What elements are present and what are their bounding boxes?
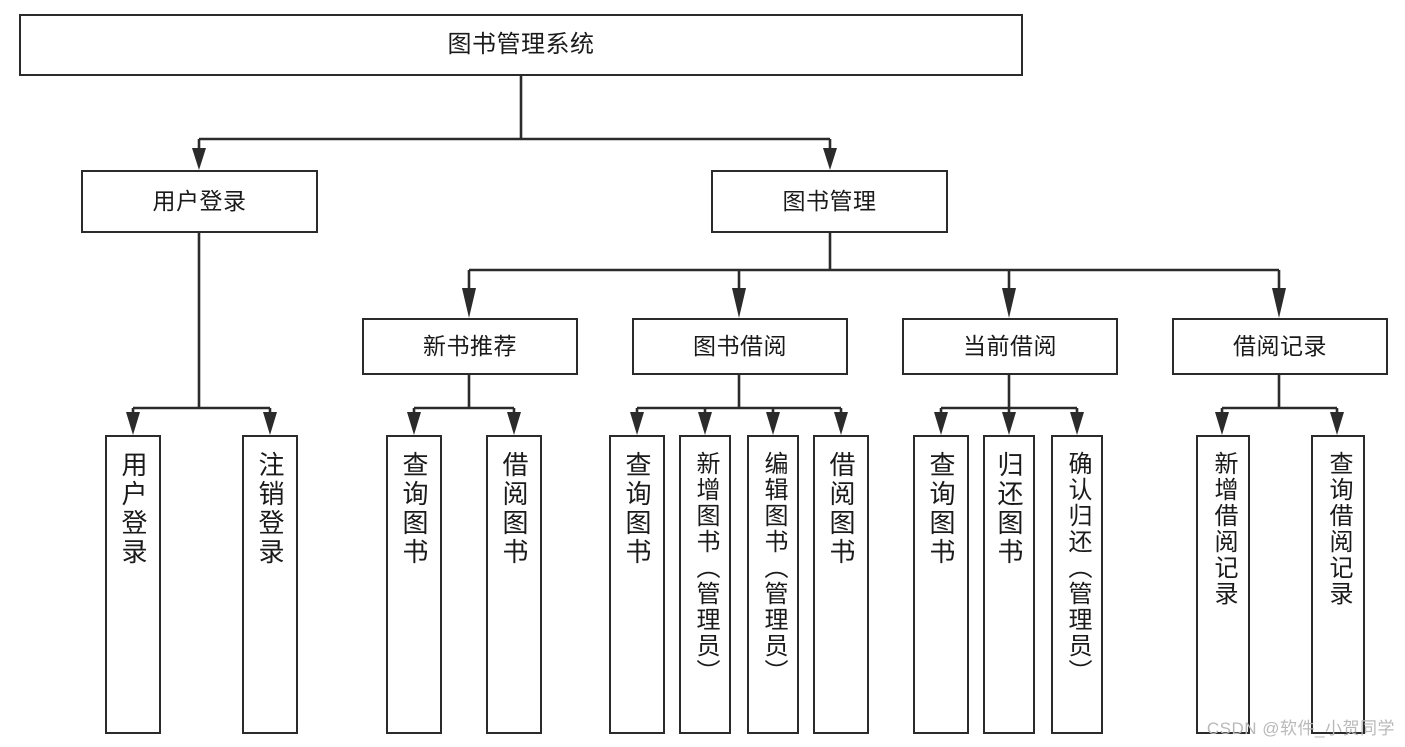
node-user-login[interactable]: 用户登录 [81,170,318,233]
node-current-borrow[interactable]: 当前借阅 [902,318,1118,375]
node-label: 借阅记录 [1233,332,1327,359]
node-borrow-record[interactable]: 借阅记录 [1172,318,1388,375]
node-label: 用户登录 [118,451,148,567]
node-leaf-add-borrow-record[interactable]: 新增借阅记录 [1196,435,1250,734]
node-label: 注销登录 [255,451,285,567]
node-leaf-query-borrow-record[interactable]: 查询借阅记录 [1311,435,1365,734]
node-label: 新增借阅记录 [1210,451,1237,607]
node-leaf-edit-book-admin[interactable]: 编辑图书（管理员） [747,435,799,734]
node-label: 新书推荐 [423,332,517,359]
node-leaf-return-book[interactable]: 归还图书 [983,435,1035,734]
node-new-book-recommend[interactable]: 新书推荐 [362,318,578,375]
node-leaf-query-book-3[interactable]: 查询图书 [913,435,969,734]
node-label: 图书借阅 [693,332,787,359]
node-label: 新增图书（管理员） [692,451,719,685]
node-leaf-logout[interactable]: 注销登录 [242,435,298,734]
node-leaf-query-book-2[interactable]: 查询图书 [609,435,665,734]
node-label: 图书管理系统 [447,30,595,58]
node-label: 归还图书 [994,451,1024,567]
node-root-system[interactable]: 图书管理系统 [19,14,1023,76]
node-label: 借阅图书 [499,451,529,567]
node-label: 当前借阅 [963,332,1057,359]
node-label: 查询图书 [622,451,652,567]
node-leaf-query-book-1[interactable]: 查询图书 [386,435,442,734]
node-label: 查询图书 [399,451,429,567]
node-label: 借阅图书 [826,451,856,567]
arrowhead-layer [126,148,1344,435]
watermark-text: CSDN @软件_小贺同学 [1206,719,1395,738]
node-label: 用户登录 [152,187,247,214]
node-book-borrow[interactable]: 图书借阅 [632,318,848,375]
node-label: 图书管理 [782,187,877,214]
node-leaf-borrow-book-1[interactable]: 借阅图书 [486,435,542,734]
node-label: 查询图书 [926,451,956,567]
node-leaf-add-book-admin[interactable]: 新增图书（管理员） [679,435,731,734]
node-book-management[interactable]: 图书管理 [711,170,948,233]
node-leaf-confirm-return-admin[interactable]: 确认归还（管理员） [1051,435,1103,734]
node-label: 编辑图书（管理员） [760,451,787,685]
node-leaf-user-login[interactable]: 用户登录 [105,435,161,734]
node-label: 查询借阅记录 [1325,451,1352,607]
node-label: 确认归还（管理员） [1064,451,1091,685]
node-leaf-borrow-book-2[interactable]: 借阅图书 [813,435,869,734]
